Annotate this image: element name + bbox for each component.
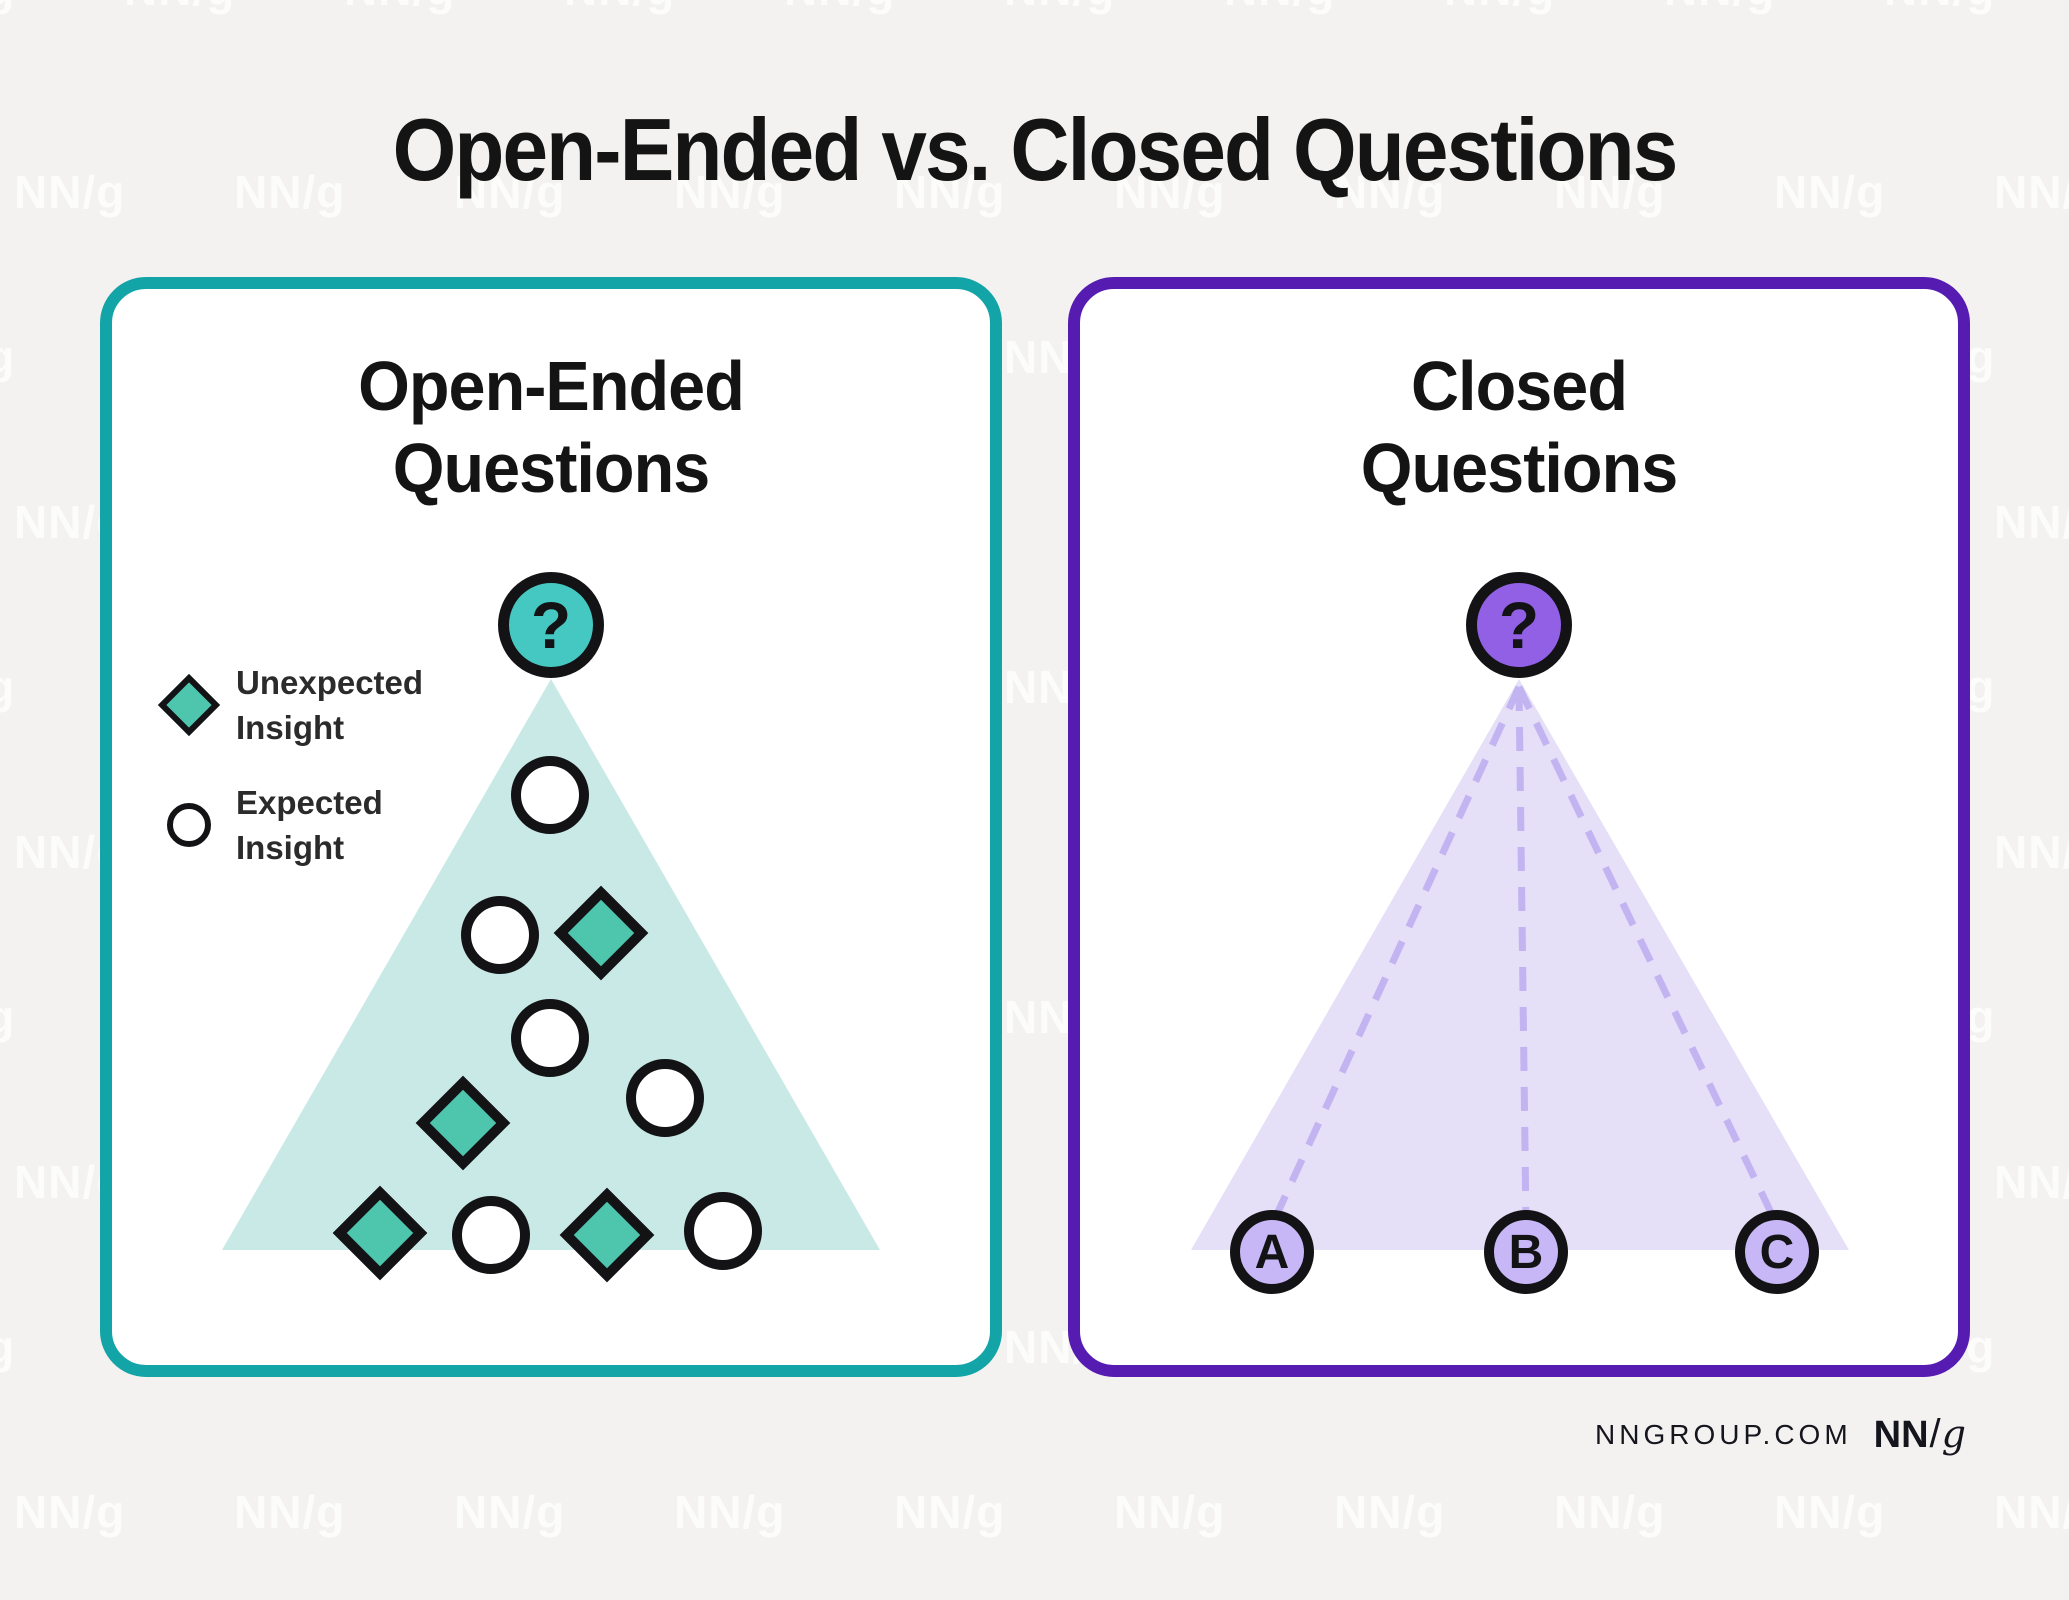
- expected-insight-marker: [511, 999, 589, 1077]
- open-ended-diagram: [222, 679, 880, 1283]
- footer-site-url: NNGROUP.COM: [1595, 1418, 1852, 1450]
- nng-watermark: NN/g: [234, 1486, 346, 1538]
- expected-insight-marker: [626, 1059, 704, 1137]
- legend-row-unexpected: Unexpected Insight: [156, 659, 423, 751]
- nng-watermark: NN/g: [124, 0, 235, 16]
- nng-watermark: NN/g: [1554, 1486, 1666, 1538]
- question-mark-label: ?: [1498, 588, 1540, 662]
- footer: NNGROUP.COM NN/g: [1595, 1412, 1966, 1457]
- closed-diagram: [1191, 679, 1849, 1250]
- answer-path-dashed-line: [1268, 685, 1523, 1227]
- nng-watermark: NN/g: [1224, 0, 1335, 16]
- nng-watermark: NN/g: [14, 1486, 126, 1538]
- nng-watermark: NN/g: [1994, 166, 2069, 218]
- open-ended-panel: Open-Ended Questions ? Unexpected Insigh…: [100, 277, 1002, 1377]
- unexpected-insight-marker: [332, 1185, 428, 1281]
- answer-option-b: B: [1484, 1210, 1568, 1294]
- open-ended-title-line2: Questions: [392, 429, 711, 507]
- legend-label-expected: Expected Insight: [236, 784, 383, 866]
- unexpected-insight-marker: [559, 1187, 655, 1283]
- nng-watermark: NN/g: [784, 0, 895, 16]
- answer-path-dashed-line: [1515, 686, 1530, 1226]
- expected-insight-circle-icon: [167, 803, 211, 847]
- legend-row-expected: Expected Insight: [156, 779, 423, 871]
- closed-triangle: [1191, 679, 1849, 1250]
- nng-watermark: NN/g: [674, 1486, 786, 1538]
- nng-watermark: NN/g: [1994, 1156, 2069, 1208]
- unexpected-insight-diamond-icon: [157, 673, 221, 737]
- nng-watermark: NN/g: [1994, 496, 2069, 548]
- closed-question-icon: ?: [1466, 572, 1572, 678]
- nng-watermark: NN/g: [1994, 826, 2069, 878]
- expected-insight-marker: [511, 756, 589, 834]
- open-ended-title-line1: Open-Ended: [358, 347, 745, 425]
- nng-logo-nn: NN: [1873, 1414, 1929, 1456]
- closed-panel: Closed Questions ? A B C: [1068, 277, 1970, 1377]
- expected-insight-marker: [684, 1192, 762, 1270]
- closed-title-line1: Closed: [1410, 347, 1628, 425]
- unexpected-insight-marker: [553, 885, 649, 981]
- closed-panel-title: Closed Questions: [1102, 345, 1936, 509]
- nng-watermark: NN/g: [1114, 1486, 1226, 1538]
- answer-option-a: A: [1230, 1210, 1314, 1294]
- nng-watermark: NN/g: [1884, 0, 1995, 16]
- expected-insight-marker: [452, 1196, 530, 1274]
- nng-logo-g: g: [1941, 1412, 1966, 1456]
- answer-option-c: C: [1735, 1210, 1819, 1294]
- open-question-icon: ?: [498, 572, 604, 678]
- nng-watermark: NN/g: [1994, 1486, 2069, 1538]
- nng-watermark: NN/g: [0, 991, 16, 1043]
- nng-logo-slash: /: [1929, 1412, 1941, 1456]
- nng-watermark: NN/g: [564, 0, 675, 16]
- closed-title-line2: Questions: [1360, 429, 1679, 507]
- open-ended-triangle: [222, 679, 880, 1250]
- page-title: Open-Ended vs. Closed Questions: [392, 99, 1679, 199]
- nng-watermark: NN/g: [1334, 1486, 1446, 1538]
- legend: Unexpected Insight Expected Insight: [156, 659, 423, 899]
- legend-label-unexpected: Unexpected Insight: [236, 664, 424, 746]
- nng-watermark: NN/g: [1444, 0, 1555, 16]
- nng-watermark: NN/g: [1664, 0, 1775, 16]
- nng-watermark: NN/g: [0, 331, 16, 383]
- nng-watermark: NN/g: [454, 1486, 566, 1538]
- answer-path-dashed-line: [1515, 685, 1781, 1227]
- nng-watermark: NN/g: [1004, 0, 1115, 16]
- nng-watermark: NN/g: [344, 0, 455, 16]
- open-ended-panel-title: Open-Ended Questions: [134, 345, 968, 509]
- unexpected-insight-marker: [415, 1075, 511, 1171]
- nng-logo: NN/g: [1874, 1412, 1966, 1457]
- nng-watermark: NN/g: [1774, 1486, 1886, 1538]
- expected-insight-marker: [461, 896, 539, 974]
- question-mark-label: ?: [530, 588, 572, 662]
- nng-watermark: NN/g: [0, 1321, 16, 1373]
- nng-watermark: NN/g: [0, 0, 15, 16]
- nng-watermark: NN/g: [0, 661, 16, 713]
- nng-watermark: NN/g: [894, 1486, 1006, 1538]
